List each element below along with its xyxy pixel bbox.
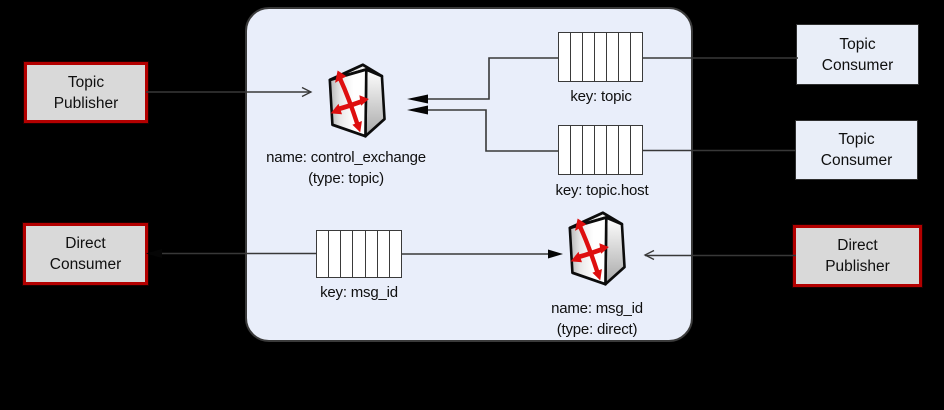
- queue-topic-host-icon: [558, 125, 643, 175]
- topic-consumer-box-2: Topic Consumer: [795, 120, 918, 180]
- direct-consumer-label: Direct Consumer: [49, 235, 122, 273]
- topic-exchange-name: name: control_exchange: [266, 149, 426, 166]
- topic-consumer-2-label: Topic Consumer: [820, 131, 893, 169]
- queue-topic-icon: [558, 32, 643, 82]
- topic-publisher-box: Topic Publisher: [24, 62, 148, 123]
- topic-consumer-1-label: Topic Consumer: [821, 35, 894, 74]
- topic-publisher-label: Topic Publisher: [53, 73, 119, 112]
- direct-exchange-icon: [562, 208, 628, 288]
- direct-consumer-box: Direct Consumer: [23, 223, 148, 285]
- direct-exchange-name: name: msg_id: [551, 300, 643, 317]
- direct-exchange-label: name: msg_id (type: direct): [497, 298, 697, 340]
- topic-exchange-icon: [322, 60, 388, 140]
- queue-msg-id-icon: [316, 230, 402, 278]
- topic-exchange-label: name: control_exchange (type: topic): [246, 147, 446, 189]
- topic-exchange-type: (type: topic): [308, 170, 384, 187]
- topic-consumer-box-1: Topic Consumer: [796, 24, 919, 85]
- queue-topic-host-label: key: topic.host: [555, 182, 649, 199]
- queue-msg-id-label: key: msg_id: [320, 284, 398, 301]
- direct-exchange-type: (type: direct): [556, 321, 638, 338]
- queue-topic-label: key: topic: [570, 88, 632, 105]
- direct-publisher-box: Direct Publisher: [793, 225, 922, 287]
- direct-publisher-label: Direct Publisher: [825, 237, 890, 275]
- filled-arrowhead-left-icon: [146, 249, 162, 258]
